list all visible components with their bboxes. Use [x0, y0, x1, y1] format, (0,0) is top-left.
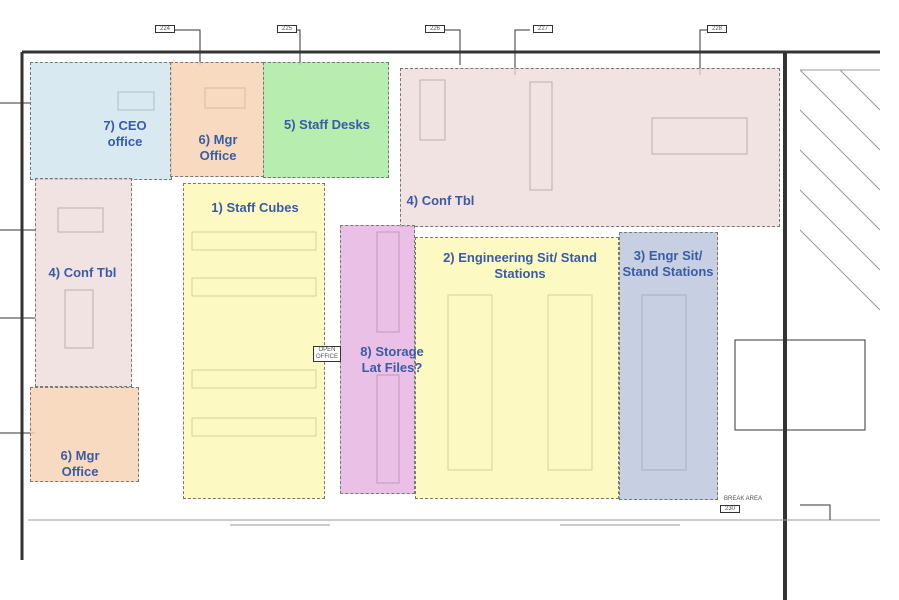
label-ceo-office: 7) CEO office	[103, 118, 147, 149]
zone-staff-cubes[interactable]	[183, 183, 325, 499]
break-area-label: BREAK AREA	[720, 496, 767, 502]
zone-engr-sit-stand[interactable]	[619, 232, 718, 500]
label-engineering: 2) Engineering Sit/ Stand Stations	[443, 250, 597, 281]
zone-mgr-office-top[interactable]	[170, 62, 264, 177]
label-conf-left: 4) Conf Tbl	[48, 265, 117, 280]
label-staff-cubes: 1) Staff Cubes	[211, 200, 299, 215]
room-number-225: 225	[277, 25, 298, 33]
room-number-227: 227	[533, 25, 554, 33]
label-storage: 8) Storage Lat Files?	[360, 344, 424, 375]
zone-storage[interactable]	[340, 225, 415, 494]
label-staff-desks: 5) Staff Desks	[284, 117, 370, 132]
label-conf-top: 4) Conf Tbl	[406, 193, 475, 208]
label-engr-sit-stand: 3) Engr Sit/ Stand Stations	[622, 248, 714, 279]
label-mgr-office-bottom: 6) Mgr Office	[60, 448, 100, 479]
room-number-228: 228	[707, 25, 728, 33]
room-number-226: 226	[425, 25, 446, 33]
label-mgr-office-top: 6) Mgr Office	[198, 132, 238, 163]
zone-conf-left[interactable]	[35, 178, 132, 387]
zone-staff-desks[interactable]	[263, 62, 389, 178]
zone-engineering[interactable]	[415, 237, 619, 499]
open-office-label: OPEN OFFICE	[313, 346, 341, 362]
room-number-230: 230	[720, 505, 741, 513]
room-number-224: 224	[155, 25, 176, 33]
zone-conf-top[interactable]	[400, 68, 780, 227]
zone-mgr-office-bottom[interactable]	[30, 387, 139, 482]
